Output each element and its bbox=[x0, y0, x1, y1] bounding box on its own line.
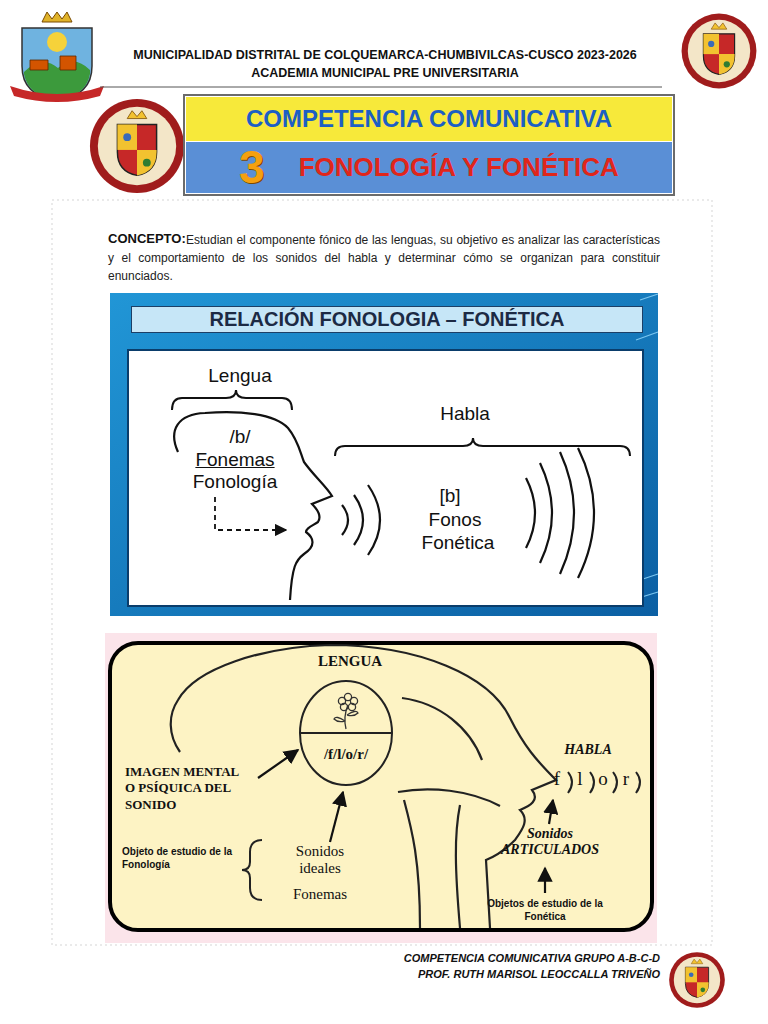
concept-term: CONCEPTO: bbox=[108, 230, 198, 248]
lengua-habla-panel bbox=[404, 800, 420, 928]
brace-label: Lengua bbox=[185, 366, 295, 387]
ellipse-outline bbox=[300, 681, 392, 785]
lengua-habla-panel bbox=[242, 840, 262, 900]
sound-letter: r bbox=[618, 769, 634, 790]
title-band: COMPETENCIA COMUNICATIVA bbox=[186, 97, 672, 141]
lengua-habla-panel bbox=[258, 750, 298, 778]
lengua-habla-panel bbox=[402, 698, 482, 760]
lengua-habla-panel bbox=[456, 805, 460, 928]
lengua-habla-panel bbox=[613, 772, 617, 793]
footer-text: PROF. RUTH MARISOL LEOCCALLA TRIVEÑO bbox=[360, 967, 660, 981]
fonologia-fonetica-panel bbox=[110, 293, 658, 616]
fonologia-fonetica-panel bbox=[174, 412, 332, 600]
header-subtitle: ACADEMIA MUNICIPAL PRE UNIVERSITARIA bbox=[100, 66, 670, 81]
ellipse-outline bbox=[298, 679, 394, 787]
node-title: RELACIÓN FONOLOGIA – FONÉTICA bbox=[210, 309, 565, 330]
head-label: LENGUA bbox=[300, 653, 400, 670]
header-rule bbox=[100, 87, 662, 88]
lengua-habla-panel bbox=[105, 633, 657, 943]
fonologia-fonetica-panel bbox=[128, 350, 643, 606]
flower-icon bbox=[334, 693, 358, 729]
node-title: /f/l/o/r/ bbox=[324, 747, 368, 763]
discipline-label: Fonología bbox=[165, 472, 305, 493]
fonologia-fonetica-panel bbox=[354, 495, 363, 545]
lengua-habla-panel bbox=[549, 800, 553, 824]
fonologia-fonetica-panel bbox=[560, 452, 574, 574]
fonologia-fonetica-panel bbox=[368, 485, 380, 555]
municipal-logo bbox=[47, 32, 67, 52]
seal-logo bbox=[90, 99, 184, 193]
phoneme-symbol: /b/ bbox=[195, 427, 285, 448]
fonologia-fonetica-panel bbox=[578, 448, 594, 578]
node-title: COMPETENCIA COMUNICATIVA bbox=[246, 106, 612, 131]
municipal-logo bbox=[22, 28, 92, 100]
node-title: FONOLOGÍA Y FONÉTICA bbox=[299, 154, 619, 181]
unit-number: 3 bbox=[239, 143, 265, 191]
sound-letter: f bbox=[548, 769, 566, 790]
divider-line bbox=[300, 732, 392, 734]
fonologia-fonetica-panel bbox=[526, 478, 535, 548]
sound-letter: l bbox=[572, 769, 588, 790]
banner-frame bbox=[184, 95, 674, 195]
ellipse-node: /f/l/o/r/ bbox=[298, 679, 394, 787]
seal-logo bbox=[682, 14, 757, 89]
callout-text: Sonidos ARTICULADOS bbox=[488, 826, 612, 858]
callout-text: Objeto de estudio de la Fonología bbox=[122, 845, 234, 871]
footer-text: COMPETENCIA COMUNICATIVA GRUPO A-B-C-D bbox=[360, 951, 660, 965]
callout-text: Objetos de estudio de la Fonética bbox=[470, 897, 620, 923]
fonologia-fonetica-panel bbox=[172, 390, 292, 410]
lengua-habla-panel bbox=[544, 868, 546, 893]
fonologia-fonetica-panel bbox=[110, 293, 658, 616]
callout-text: Fonemas bbox=[272, 886, 368, 903]
brace-label: Habla bbox=[420, 404, 510, 425]
page-frame bbox=[52, 200, 712, 945]
lengua-habla-panel bbox=[398, 789, 500, 806]
lengua-habla-panel bbox=[590, 772, 594, 793]
callout-text: Sonidos ideales bbox=[275, 843, 365, 878]
lengua-habla-panel bbox=[110, 643, 652, 930]
fonologia-fonetica-panel bbox=[335, 438, 630, 456]
phoneme-label: Fonemas bbox=[170, 450, 300, 471]
fonologia-fonetica-panel bbox=[540, 463, 552, 563]
fonologia-fonetica-panel bbox=[342, 448, 594, 578]
discipline-label: Fonética bbox=[398, 533, 518, 554]
lengua-habla-panel bbox=[105, 633, 657, 943]
title-band: RELACIÓN FONOLOGIA – FONÉTICA bbox=[131, 306, 643, 333]
municipal-logo bbox=[10, 12, 104, 102]
phone-symbol: [b] bbox=[410, 486, 490, 507]
fonologia-fonetica-panel bbox=[215, 497, 286, 530]
title-band: 3 FONOLOGÍA Y FONÉTICA bbox=[186, 142, 672, 193]
municipal-logo bbox=[10, 86, 104, 102]
phone-label: Fonos bbox=[405, 510, 505, 531]
municipal-logo bbox=[42, 12, 72, 22]
header-title: MUNICIPALIDAD DISTRITAL DE COLQUEMARCA-C… bbox=[100, 48, 670, 63]
lengua-habla-panel bbox=[636, 772, 640, 793]
concept-text: Estudian el componente fónico de las len… bbox=[108, 231, 660, 285]
speech-label: HABLA bbox=[548, 742, 628, 757]
lengua-habla-panel bbox=[568, 772, 572, 793]
lengua-habla-panel bbox=[330, 792, 343, 842]
lengua-habla-panel bbox=[242, 772, 640, 900]
lengua-habla-panel bbox=[258, 750, 553, 893]
callout-text: IMAGEN MENTAL O PSÍQUICA DEL SONIDO bbox=[125, 764, 250, 813]
municipal-logo bbox=[30, 56, 76, 70]
fonologia-fonetica-panel bbox=[342, 505, 348, 535]
sound-letter: o bbox=[594, 769, 612, 790]
seal-logo bbox=[669, 952, 725, 1008]
